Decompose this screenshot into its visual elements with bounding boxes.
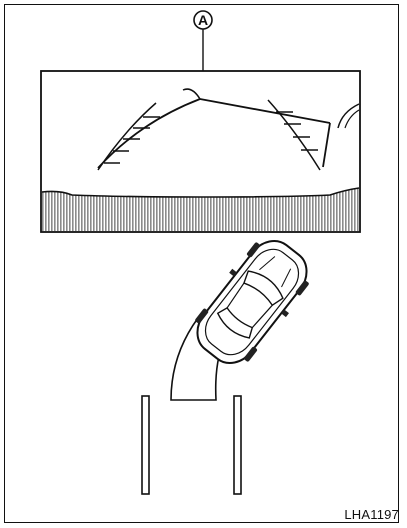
callout-label: A xyxy=(197,12,209,28)
predicted-course-line xyxy=(97,98,201,169)
figure-code: LHA1197 xyxy=(344,507,399,522)
rear-bumper-image xyxy=(42,188,359,231)
parking-space-lines xyxy=(141,395,242,495)
obstacle-edge xyxy=(337,103,360,129)
monitor-screen xyxy=(40,70,361,233)
figure-frame xyxy=(4,4,399,523)
car-top-view xyxy=(195,239,309,365)
right-guide-line xyxy=(267,99,321,171)
callout-a-marker xyxy=(193,10,213,71)
